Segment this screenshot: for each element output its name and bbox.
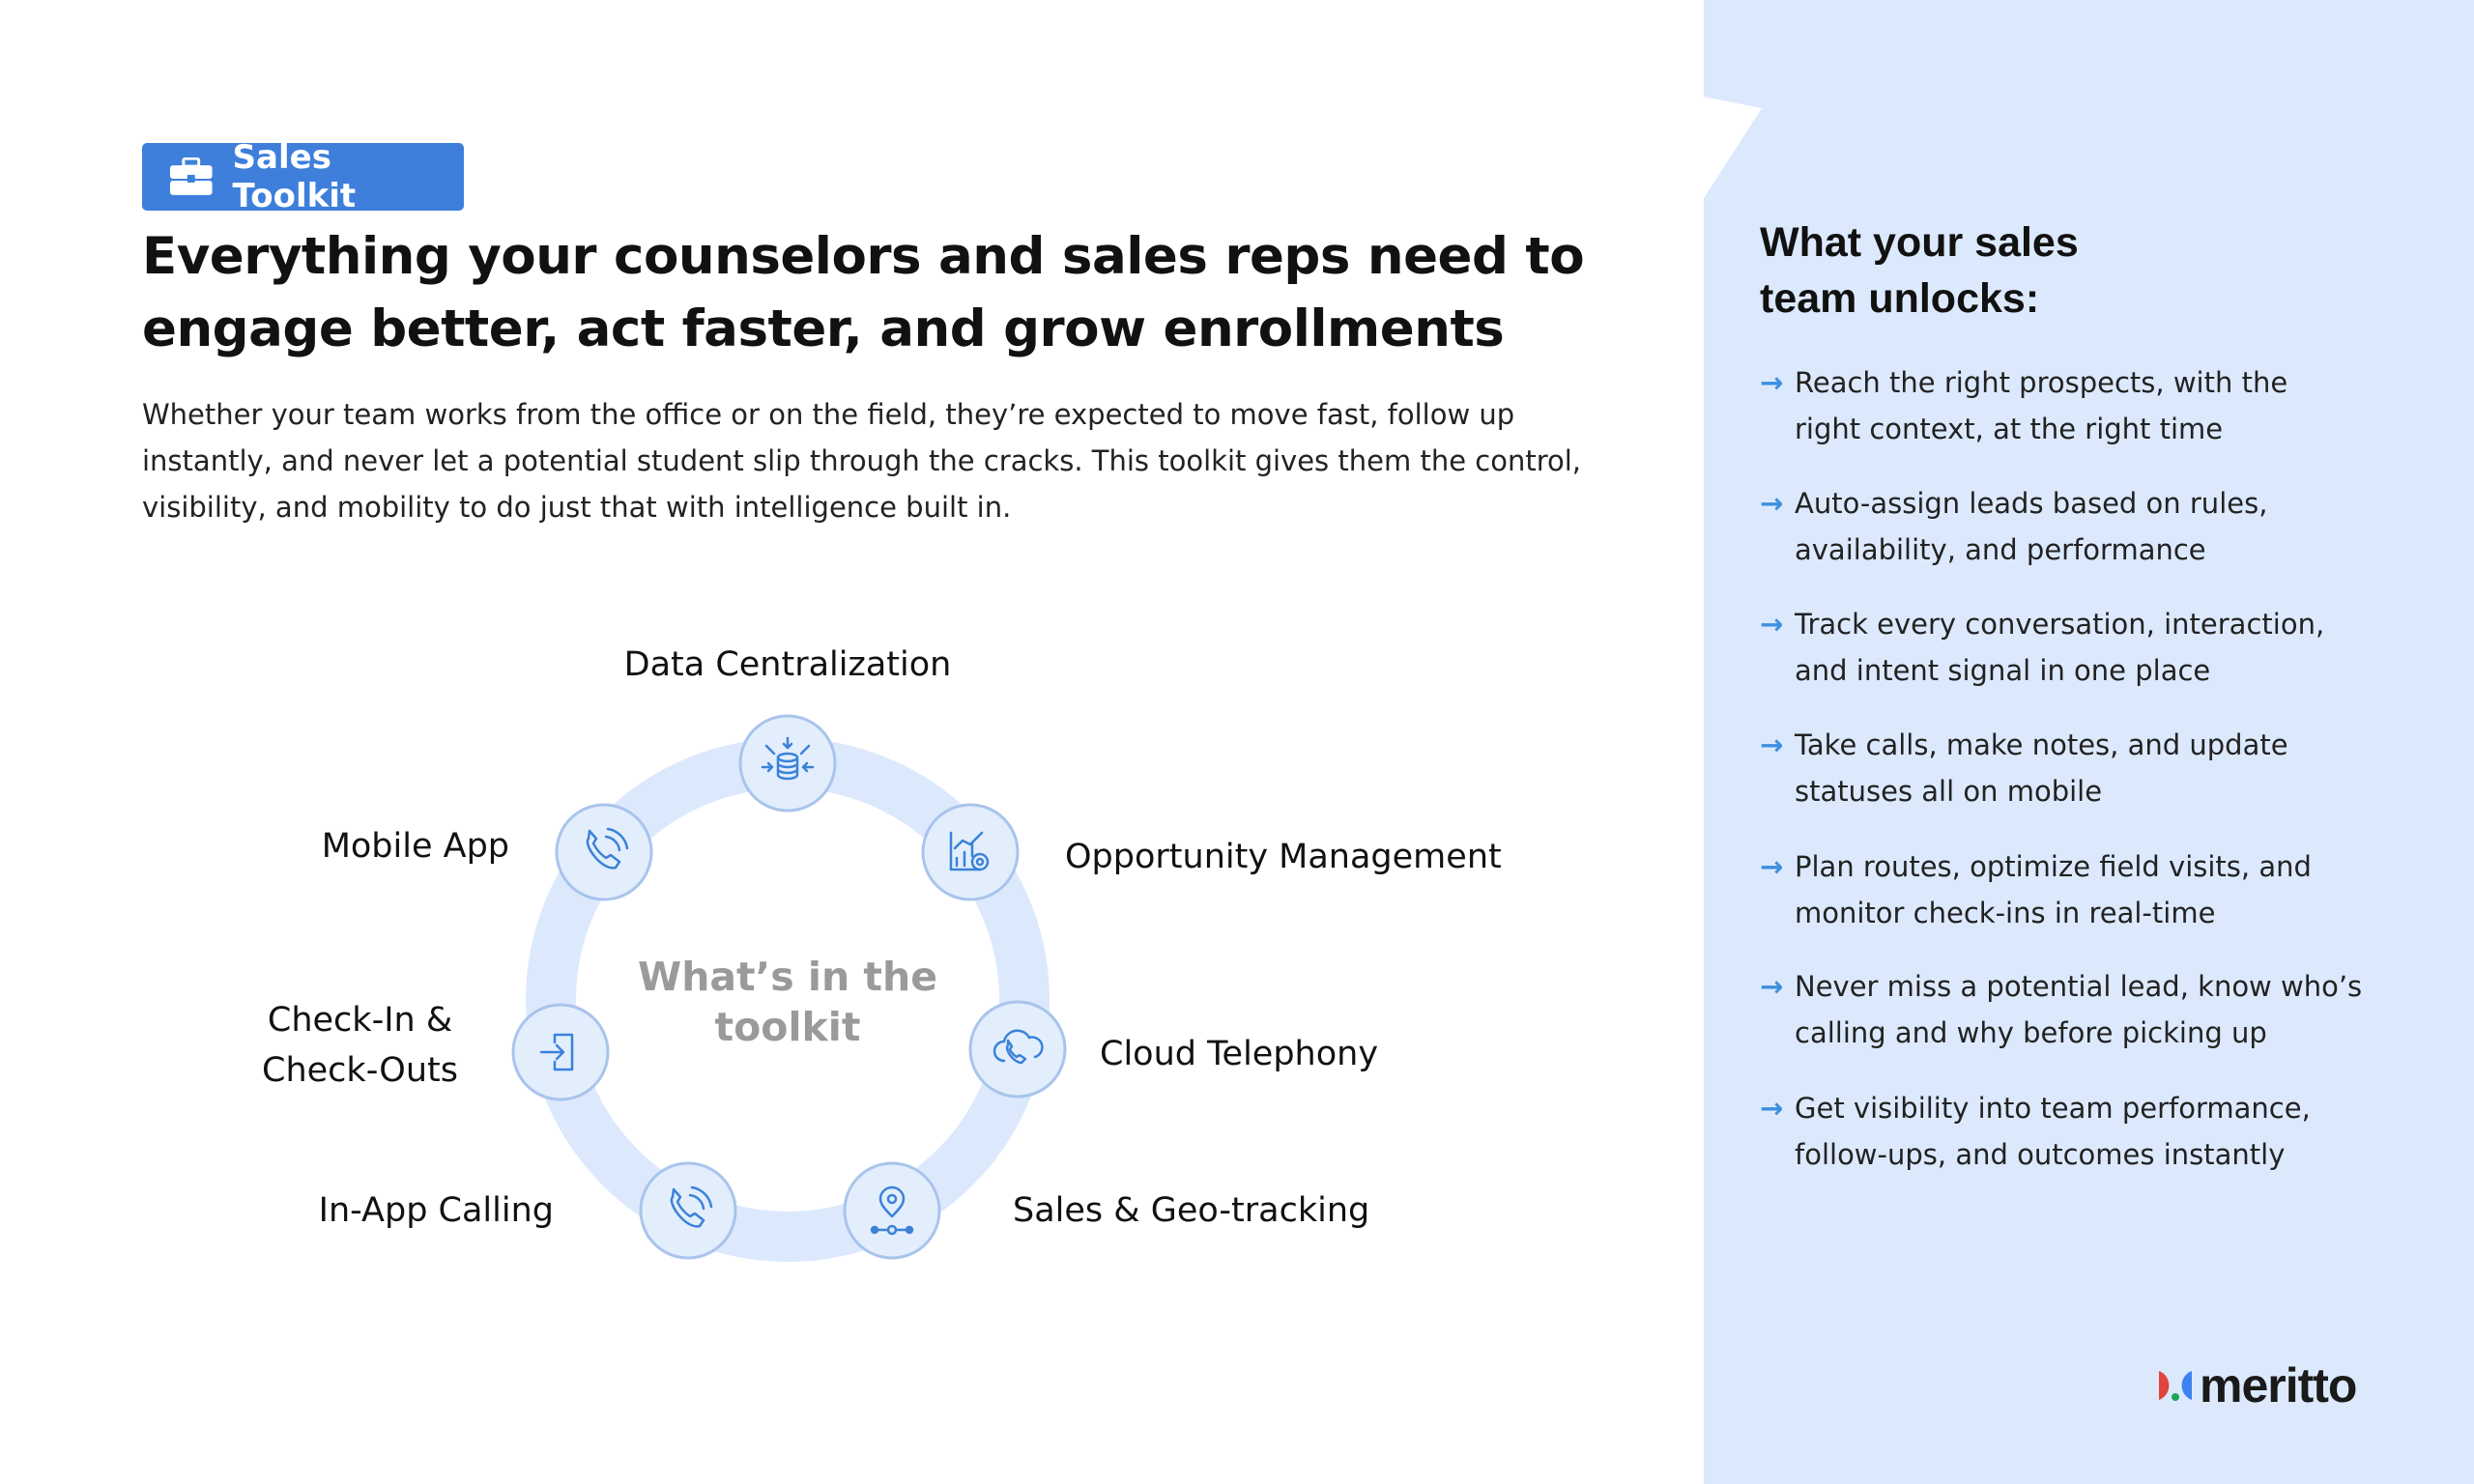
benefit-item: → Get visibility into team performance, fo… xyxy=(1760,1085,2436,1178)
benefit-item: → Plan routes, optimize field visits, and… xyxy=(1760,843,2436,936)
feature-node xyxy=(555,803,653,901)
benefit-line: monitor check-ins in real-time xyxy=(1795,897,2216,929)
briefcase-icon xyxy=(169,157,213,195)
benefit-line: Plan routes, optimize field visits, and xyxy=(1795,850,2312,883)
benefit-line: calling and why before picking up xyxy=(1795,1016,2267,1049)
label-geo-tracking: Sales & Geo-tracking xyxy=(1013,1191,1370,1230)
meritto-logo-mark xyxy=(2159,1371,2192,1401)
heading-line: What your sales xyxy=(1760,219,2079,266)
arrow-right-icon: → xyxy=(1760,970,1784,1003)
feature-node xyxy=(511,1003,610,1101)
intro-line: visibility, and mobility to do just that… xyxy=(142,491,1012,524)
title-line: engage better, act faster, and grow enro… xyxy=(142,300,1505,358)
label-check-in: Check-In & Check-Outs xyxy=(262,995,458,1096)
benefit-line: Take calls, make notes, and update xyxy=(1795,728,2288,761)
title-line: Everything your counselors and sales rep… xyxy=(142,227,1585,286)
feature-node xyxy=(639,1161,737,1260)
benefit-line: Never miss a potential lead, know who’s xyxy=(1795,970,2363,1003)
intro-line: instantly, and never let a potential stu… xyxy=(142,444,1581,477)
benefits-panel xyxy=(1704,0,2474,1484)
benefit-line: availability, and performance xyxy=(1795,533,2206,566)
benefit-text: Auto-assign leads based on rules, availab… xyxy=(1795,480,2267,573)
toolkit-diagram xyxy=(511,714,1067,1262)
feature-node xyxy=(921,803,1020,901)
arrow-right-icon: → xyxy=(1760,728,1784,761)
heading-line: team unlocks: xyxy=(1760,275,2040,322)
benefit-item: → Auto-assign leads based on rules, availa… xyxy=(1760,480,2436,573)
benefit-text: Plan routes, optimize field visits, and m… xyxy=(1795,843,2312,936)
benefit-item: → Never miss a potential lead, know who’s… xyxy=(1760,963,2436,1056)
benefit-line: Reach the right prospects, with the xyxy=(1795,366,2288,399)
benefit-line: and intent signal in one place xyxy=(1795,654,2211,687)
benefit-text: Take calls, make notes, and update status… xyxy=(1795,722,2288,814)
intro-line: Whether your team works from the office … xyxy=(142,398,1515,431)
benefit-line: statuses all on mobile xyxy=(1795,775,2103,808)
cloud-phone-icon xyxy=(992,1029,1044,1065)
benefit-item: → Reach the right prospects, with the righ… xyxy=(1760,359,2436,452)
label-line: Check-Outs xyxy=(262,1051,458,1090)
benefit-line: follow-ups, and outcomes instantly xyxy=(1795,1138,2286,1171)
benefit-text: Get visibility into team performance, fol… xyxy=(1795,1085,2311,1178)
label-line: Check-In & xyxy=(267,1001,453,1040)
sign-in-icon xyxy=(539,1033,574,1071)
arrow-right-icon: → xyxy=(1760,608,1784,641)
label-in-app-calling: In-App Calling xyxy=(318,1191,554,1230)
benefit-text: Never miss a potential lead, know who’s c… xyxy=(1795,963,2362,1056)
chart-target-icon xyxy=(949,831,990,871)
arrow-right-icon: → xyxy=(1760,850,1784,883)
arrow-right-icon: → xyxy=(1760,1092,1784,1125)
logo-text: meritto xyxy=(2200,1358,2357,1413)
center-line: What’s in the xyxy=(637,954,938,1000)
benefit-line: Track every conversation, interaction, xyxy=(1795,608,2325,641)
intro-paragraph: Whether your team works from the office … xyxy=(142,391,1592,530)
benefit-text: Reach the right prospects, with the right… xyxy=(1795,359,2287,452)
arrow-right-icon: → xyxy=(1760,487,1784,520)
benefit-line: right context, at the right time xyxy=(1795,413,2224,445)
feature-node xyxy=(738,714,837,813)
label-cloud-telephony: Cloud Telephony xyxy=(1100,1035,1379,1073)
feature-node xyxy=(843,1161,941,1260)
meritto-logo: meritto xyxy=(2159,1357,2357,1413)
phone-call-icon xyxy=(670,1185,713,1228)
label-opportunity-management: Opportunity Management xyxy=(1065,838,1502,876)
feature-node xyxy=(968,1000,1067,1099)
phone-call-icon xyxy=(586,827,629,870)
panel-heading: What your sales team unlocks: xyxy=(1760,214,2079,327)
benefit-line: Auto-assign leads based on rules, xyxy=(1795,487,2268,520)
label-mobile-app: Mobile App xyxy=(321,827,509,866)
database-icon xyxy=(761,736,815,781)
benefit-item: → Take calls, make notes, and update statu… xyxy=(1760,722,2436,814)
location-pin-icon xyxy=(870,1185,914,1236)
benefit-line: Get visibility into team performance, xyxy=(1795,1092,2311,1125)
badge-label: Sales Toolkit xyxy=(232,138,357,215)
label-data-centralization: Data Centralization xyxy=(623,645,952,684)
panel-notch xyxy=(1704,92,1762,198)
arrow-right-icon: → xyxy=(1760,366,1784,399)
benefit-item: → Track every conversation, interaction, a… xyxy=(1760,601,2436,694)
diagram-center-text: What’s in the toolkit xyxy=(594,952,981,1052)
sales-toolkit-badge: Sales Toolkit xyxy=(142,138,464,215)
page-title: Everything your counselors and sales rep… xyxy=(142,220,1592,365)
benefit-text: Track every conversation, interaction, an… xyxy=(1795,601,2324,694)
center-line: toolkit xyxy=(714,1004,861,1050)
